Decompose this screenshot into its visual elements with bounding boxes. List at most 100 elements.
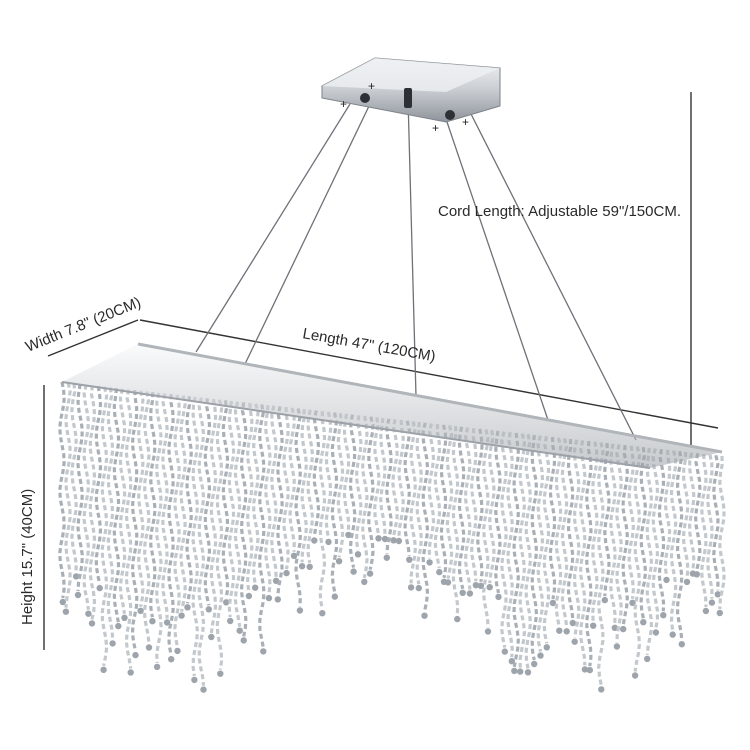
length-dimension-line bbox=[139, 319, 719, 429]
crystal-bead bbox=[652, 629, 660, 636]
crystal-bead bbox=[517, 668, 524, 675]
crystal-strand bbox=[669, 450, 678, 631]
crystal-strand bbox=[560, 438, 569, 628]
crystal-strand bbox=[639, 447, 648, 619]
crystal-bead bbox=[640, 619, 647, 626]
crystal-bead bbox=[663, 576, 670, 584]
crystal-bead bbox=[296, 607, 304, 614]
crystal-strand bbox=[100, 386, 109, 667]
crystal-bead bbox=[383, 554, 390, 561]
crystal-strand bbox=[554, 437, 563, 628]
crystal-strand bbox=[506, 432, 514, 658]
crystal-bead bbox=[495, 593, 502, 601]
crystal-strand bbox=[336, 413, 345, 558]
crystal-bead bbox=[191, 676, 198, 684]
crystal-bead bbox=[444, 579, 452, 586]
crystal-bead bbox=[149, 618, 156, 625]
crystal-strand bbox=[615, 444, 623, 643]
crystal-bead bbox=[543, 644, 550, 651]
crystal-bead bbox=[168, 656, 175, 663]
crystal-bead bbox=[252, 584, 259, 591]
crystal-bead bbox=[311, 537, 318, 544]
crystal-strand bbox=[391, 419, 399, 537]
crystal-bead bbox=[501, 648, 508, 655]
crystal-bead bbox=[245, 592, 253, 600]
crystal-bead bbox=[406, 556, 413, 563]
crystal-bead bbox=[508, 658, 515, 665]
crystal-bead bbox=[298, 563, 306, 570]
crystal-strands bbox=[58, 381, 726, 693]
crystal-bead bbox=[274, 596, 281, 603]
crystal-bead bbox=[549, 599, 557, 607]
crystal-strand bbox=[712, 454, 720, 591]
crystal-bead bbox=[325, 538, 332, 546]
crystal-bead bbox=[454, 615, 461, 623]
crystal-bead bbox=[115, 622, 122, 630]
crystal-strand bbox=[500, 431, 508, 648]
crystal-strand bbox=[167, 394, 175, 656]
crystal-bead bbox=[484, 628, 492, 635]
crystal-bead bbox=[375, 535, 382, 542]
crystal-bead bbox=[620, 625, 627, 633]
crystal-bead bbox=[716, 609, 723, 617]
crystal-bead bbox=[569, 619, 576, 627]
crystal-strand bbox=[270, 405, 278, 577]
crystal-strand bbox=[718, 455, 726, 610]
crystal-bead bbox=[208, 633, 215, 641]
crystal-bead bbox=[265, 594, 273, 602]
crystal-strand bbox=[88, 385, 97, 620]
crystal-bead bbox=[415, 584, 422, 592]
crystal-strand bbox=[155, 392, 163, 663]
crystal-bead bbox=[459, 589, 466, 596]
crystal-strand bbox=[621, 444, 629, 626]
crystal-bead bbox=[127, 669, 134, 676]
crystal-strand bbox=[597, 442, 605, 686]
crystal-bead bbox=[109, 640, 116, 647]
crystal-strand bbox=[706, 454, 714, 599]
crystal-bead bbox=[486, 584, 493, 591]
crystal-strand bbox=[70, 383, 78, 573]
crystal-bead bbox=[335, 558, 343, 565]
crystal-bead bbox=[227, 617, 234, 625]
crystal-strand bbox=[191, 396, 200, 677]
crystal-strand bbox=[118, 388, 127, 615]
crystal-strand bbox=[136, 390, 145, 608]
crystal-bead bbox=[436, 568, 443, 576]
crystal-bead bbox=[366, 570, 374, 577]
crystal-strand bbox=[421, 422, 430, 613]
crystal-strand bbox=[693, 452, 702, 571]
crystal-strand bbox=[112, 387, 121, 623]
crystal-bead bbox=[683, 578, 691, 586]
crystal-strand bbox=[342, 413, 351, 531]
crystal-strand bbox=[591, 441, 599, 622]
crystal-strand bbox=[348, 414, 357, 568]
width-dimension-line bbox=[47, 319, 139, 357]
crystal-bead bbox=[361, 578, 368, 586]
crystal-strand bbox=[215, 399, 224, 670]
crystal-bead bbox=[345, 531, 352, 539]
crystal-bead bbox=[72, 573, 80, 580]
crystal-strand bbox=[476, 428, 484, 582]
crystal-bead bbox=[306, 563, 313, 570]
crystal-bead bbox=[571, 638, 578, 645]
crystal-bead bbox=[132, 651, 139, 659]
crystal-bead bbox=[381, 535, 389, 543]
crystal-strand bbox=[76, 383, 84, 592]
crystal-bead bbox=[350, 568, 357, 575]
crystal-bead bbox=[702, 607, 710, 615]
crystal-strand bbox=[227, 400, 236, 618]
crystal-strand bbox=[373, 417, 381, 535]
crystal-bead bbox=[524, 669, 532, 676]
crystal-bead bbox=[88, 620, 96, 627]
crystal-strand bbox=[488, 430, 496, 584]
crystal-strand bbox=[294, 408, 302, 607]
chandelier-frame bbox=[61, 342, 723, 469]
crystal-strand bbox=[585, 441, 593, 667]
crystal-strand bbox=[354, 415, 363, 551]
crystal-strand bbox=[470, 428, 478, 582]
crystal-bead bbox=[421, 612, 428, 619]
crystal-bead bbox=[426, 559, 433, 566]
crystal-strand bbox=[457, 426, 466, 590]
crystal-strand bbox=[397, 419, 405, 538]
crystal-strand bbox=[106, 387, 115, 640]
